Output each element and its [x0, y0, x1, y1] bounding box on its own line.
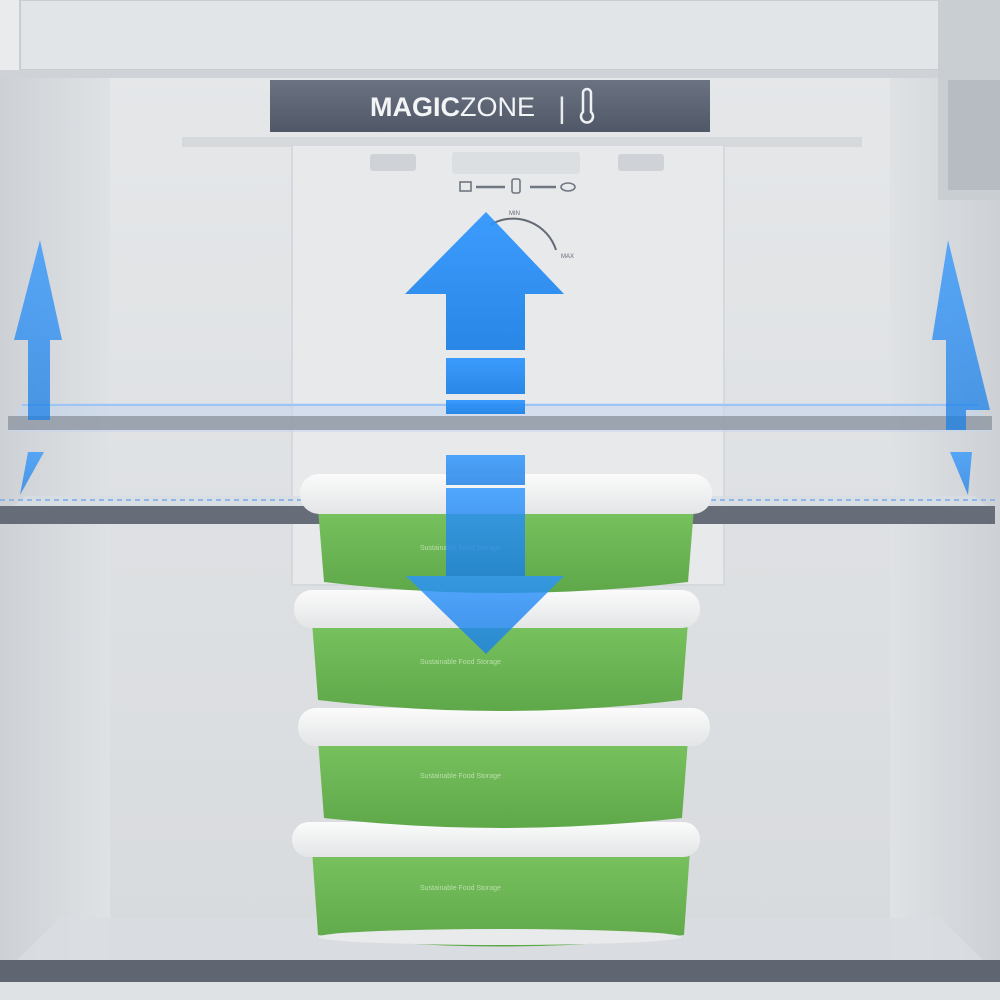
- door-bracket-inner: [948, 80, 1000, 190]
- container-lid: [298, 708, 710, 746]
- container-label: Sustainable Food Storage: [420, 659, 501, 666]
- container-label: Sustainable Food Storage: [420, 773, 501, 780]
- bottle-icon: [511, 178, 521, 194]
- vent-right: [618, 154, 664, 171]
- top-drawer: [19, 0, 941, 71]
- center-arrow-down-icon: [406, 455, 564, 654]
- panel-top-rail: [182, 137, 862, 147]
- container-2: Sustainable Food Storage: [294, 590, 700, 711]
- dial-label-max: MAX: [561, 254, 574, 260]
- container-base: [318, 929, 682, 945]
- top-rail: [0, 70, 1000, 78]
- container-label: Sustainable Food Storage: [420, 885, 501, 892]
- arrow-left-icon: [14, 240, 62, 495]
- container-3: Sustainable Food Storage: [298, 708, 710, 828]
- fridge-icon: [459, 181, 472, 192]
- bottom-shelf-edge: [0, 960, 1000, 982]
- badge-plate: [270, 80, 710, 132]
- vent-left: [370, 154, 416, 171]
- mode-icons: [459, 178, 576, 194]
- magiczone-badge: MAGIC ZONE |: [270, 80, 710, 132]
- dial-label-min: MIN: [509, 211, 520, 217]
- container-4: Sustainable Food Storage: [292, 822, 700, 947]
- badge-separator: |: [558, 92, 566, 125]
- container-body: [312, 850, 690, 947]
- center-arrow-up-icon: [405, 212, 564, 414]
- container-body: [318, 740, 688, 828]
- dial-arc: [489, 217, 557, 251]
- upper-shelf-edge: [8, 416, 992, 430]
- arrow-right-icon: [932, 240, 990, 495]
- upper-shelf: [8, 403, 992, 432]
- badge-brand-primary: MAGIC: [370, 92, 460, 122]
- thermometer-icon: [579, 87, 595, 124]
- container-body: [312, 622, 688, 711]
- temperature-dial: MIN MAX: [489, 211, 574, 260]
- container-lid: [292, 822, 700, 857]
- fish-icon: [560, 182, 576, 192]
- display-window: [452, 152, 580, 174]
- badge-brand-secondary: ZONE: [460, 92, 535, 122]
- floor: [0, 982, 1000, 1000]
